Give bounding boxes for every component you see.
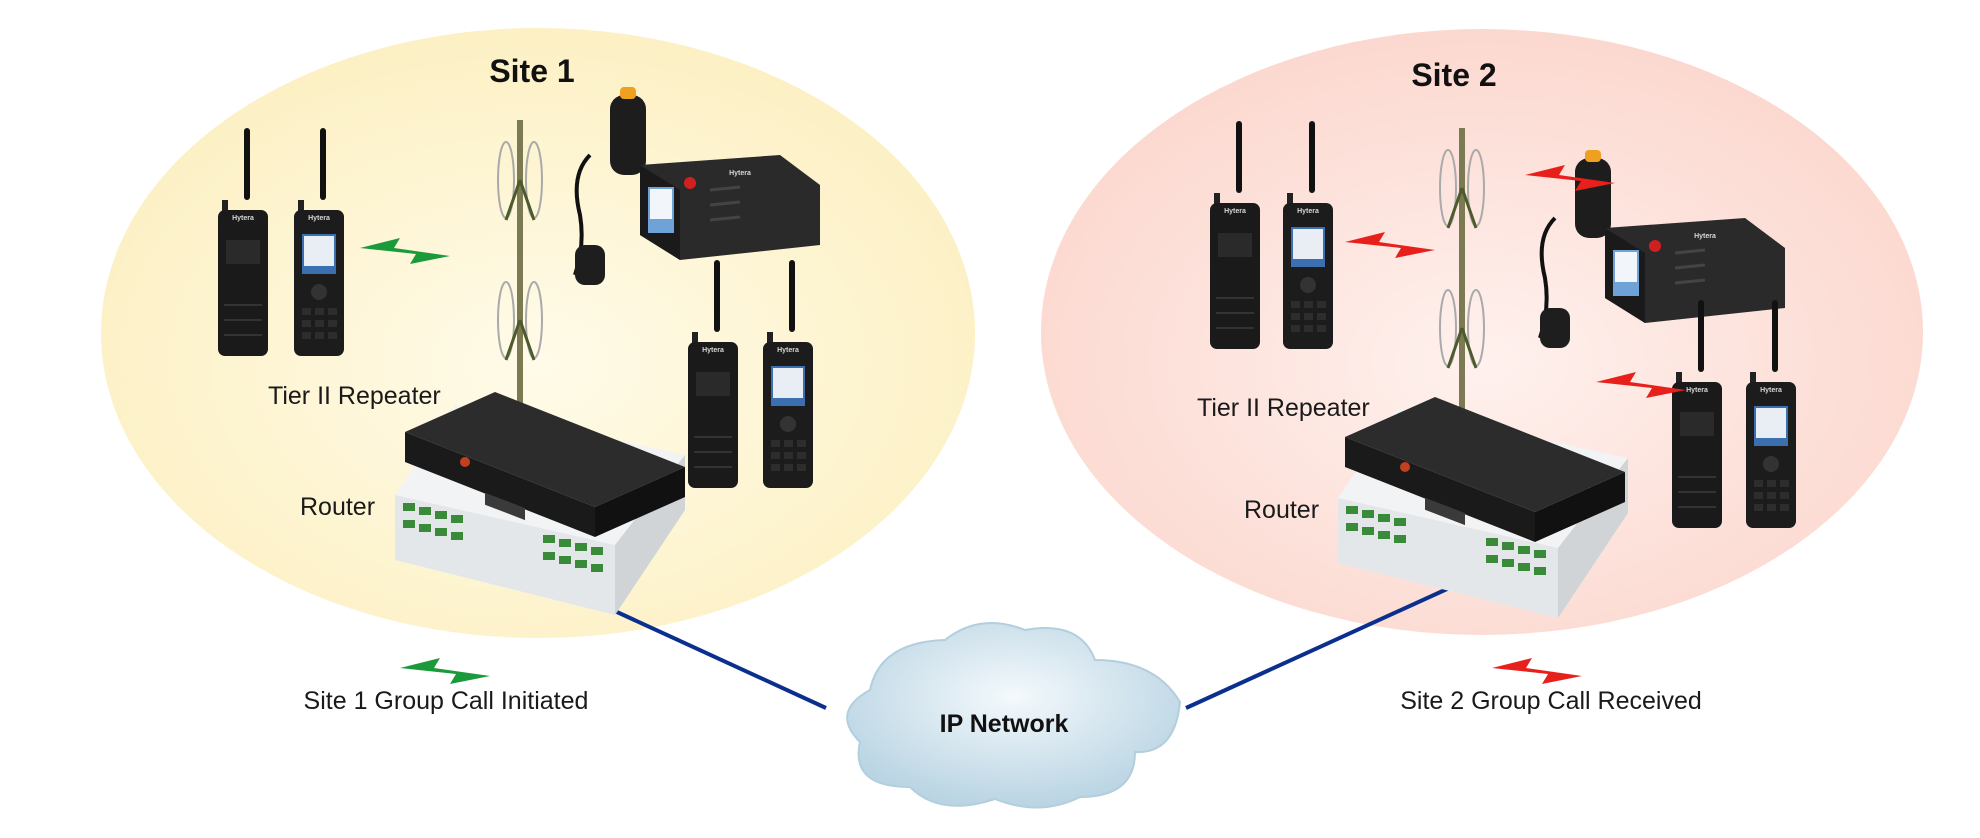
device-brand-label: Hytera bbox=[777, 347, 799, 354]
ip-network-label: IP Network bbox=[940, 710, 1069, 738]
device-brand-label: Hytera bbox=[729, 170, 751, 177]
site2-title: Site 2 bbox=[1411, 57, 1496, 93]
device-brand-label: Hytera bbox=[1694, 233, 1716, 240]
site2-router-label: Router bbox=[1244, 496, 1319, 524]
device-brand-label: Hytera bbox=[1297, 208, 1319, 215]
site1-repeater-label: Tier II Repeater bbox=[268, 382, 441, 410]
device-brand-label: Hytera bbox=[308, 215, 330, 222]
device-brand-label: Hytera bbox=[1760, 387, 1782, 394]
site2-network-link bbox=[1185, 582, 1459, 710]
device-brand-label: Hytera bbox=[232, 215, 254, 222]
legend-received-label: Site 2 Group Call Received bbox=[1400, 687, 1702, 715]
site1-title: Site 1 bbox=[489, 53, 574, 89]
legend-green-bolt-icon bbox=[400, 658, 490, 684]
ip-network-cloud-icon bbox=[846, 621, 1182, 809]
legend-initiated-label: Site 1 Group Call Initiated bbox=[304, 687, 589, 715]
site1-router-label: Router bbox=[300, 493, 375, 521]
device-brand-label: Hytera bbox=[1686, 387, 1708, 394]
device-brand-label: Hytera bbox=[702, 347, 724, 354]
site2-repeater-label: Tier II Repeater bbox=[1197, 394, 1370, 422]
legend-red-bolt-icon bbox=[1492, 658, 1582, 684]
device-brand-label: Hytera bbox=[1224, 208, 1246, 215]
